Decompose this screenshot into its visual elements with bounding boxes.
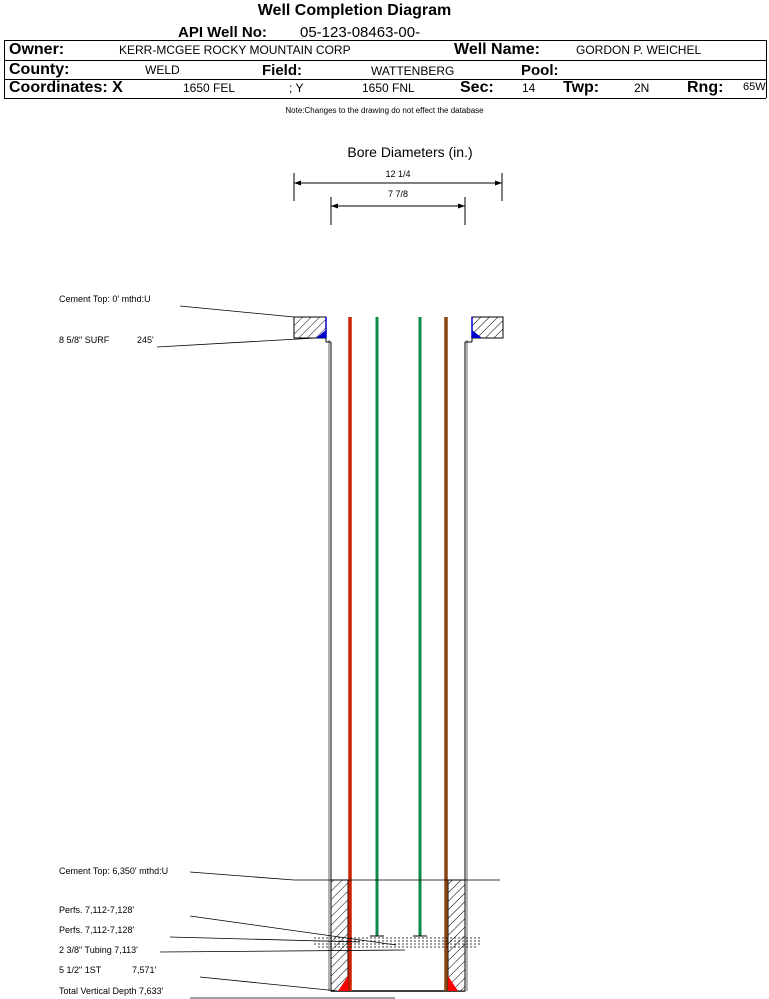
- surface-casing-label: 8 5/8" SURF: [59, 335, 110, 345]
- diagram-title: Well Completion Diagram: [257, 2, 452, 19]
- cement-top-surface-label: Cement Top: 0' mthd:U: [59, 294, 151, 304]
- surface-depth-label: 245': [137, 335, 154, 345]
- y-label: ; Y: [289, 81, 304, 95]
- well-name-value: GORDON P. WEICHEL: [576, 43, 702, 57]
- pool-label: Pool:: [521, 62, 559, 79]
- county-label: County:: [9, 61, 70, 78]
- y-value: 1650 FNL: [362, 81, 415, 95]
- api-label: API Well No:: [178, 24, 267, 41]
- coordinates-label: Coordinates: X: [9, 79, 123, 96]
- cement-top-production-label: Cement Top: 6,350' mthd:U: [59, 866, 168, 876]
- field-value: WATTENBERG: [371, 64, 455, 78]
- production-depth-label: 7,571': [132, 965, 157, 975]
- borehole-wall-left: [325, 338, 332, 991]
- perfs-label-1: Perfs. 7,112-7,128': [59, 905, 134, 915]
- sec-value: 14: [522, 81, 536, 95]
- surface-cement-left: [293, 316, 327, 339]
- database-note: Note:Changes to the drawing do not effec…: [285, 106, 484, 115]
- twp-value: 2N: [634, 81, 650, 95]
- perforation-zone: [314, 937, 482, 948]
- inner-diameter-dimension: [330, 197, 466, 225]
- production-shoe-right: [448, 976, 458, 991]
- header-rule-2: [4, 60, 766, 61]
- surface-shoe-left: [316, 330, 326, 338]
- header-rule-3: [4, 79, 766, 80]
- production-cement-right: [447, 879, 466, 992]
- county-value: WELD: [145, 63, 180, 77]
- production-cement-left: [330, 879, 349, 992]
- owner-label: Owner:: [9, 41, 65, 58]
- owner-value: KERR-MCGEE ROCKY MOUNTAIN CORP: [119, 43, 351, 57]
- production-shoe-left: [338, 976, 348, 991]
- header-rule-1: [4, 40, 766, 41]
- field-label: Field:: [262, 62, 302, 79]
- surface-shoe-right: [472, 330, 482, 338]
- borehole-wall-right: [464, 338, 473, 991]
- header-left-border: [4, 40, 5, 98]
- bore-title: Bore Diameters (in.): [347, 144, 472, 160]
- production-casing-label: 5 1/2" 1ST: [59, 965, 102, 975]
- perfs-label-2: Perfs. 7,112-7,128': [59, 925, 134, 935]
- rng-label: Rng:: [687, 79, 724, 96]
- x-value: 1650 FEL: [183, 81, 236, 95]
- surface-cement-right: [471, 316, 504, 339]
- api-value: 05-123-08463-00-: [300, 24, 421, 41]
- twp-label: Twp:: [563, 79, 600, 96]
- well-name-label: Well Name:: [454, 41, 540, 58]
- sec-label: Sec:: [460, 79, 494, 96]
- outer-diameter-label: 12 1/4: [385, 169, 410, 179]
- rng-value: 65W: [743, 81, 766, 93]
- annotation-leaders: [156, 305, 500, 999]
- header-right-border: [766, 40, 767, 98]
- inner-diameter-label: 7 7/8: [388, 189, 408, 199]
- header-rule-4: [4, 98, 766, 99]
- total-depth-label: Total Vertical Depth 7,633': [59, 986, 164, 996]
- outer-diameter-dimension: [293, 173, 503, 201]
- tubing-label: 2 3/8" Tubing 7,113': [59, 945, 138, 955]
